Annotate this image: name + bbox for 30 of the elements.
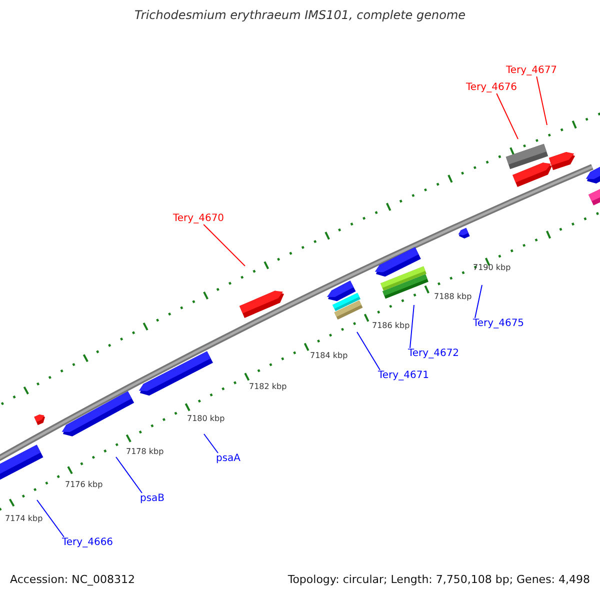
gene-label: Tery_4677 bbox=[506, 65, 558, 76]
scale-label: 7188 kbp bbox=[434, 292, 472, 302]
accession-text: Accession: NC_008312 bbox=[10, 574, 136, 587]
leader-line bbox=[116, 456, 142, 494]
leader-line bbox=[203, 224, 246, 266]
gene-label: Tery_4666 bbox=[62, 537, 114, 548]
gene-label: psaB bbox=[140, 493, 165, 504]
gene-label: Tery_4670 bbox=[173, 213, 224, 224]
chart-title: Trichodesmium erythraeum IMS101, complete genome bbox=[133, 9, 467, 23]
leader-line bbox=[496, 93, 518, 140]
leader-line bbox=[474, 284, 482, 318]
gene-label: Tery_4672 bbox=[408, 348, 460, 360]
scale-label: 7178 kbp bbox=[126, 447, 164, 456]
genome-info-text: Topology: circular; Length: 7,750,108 bp; Genes: 4,498 bbox=[288, 574, 590, 587]
scale-label: 7182 kbp bbox=[249, 382, 287, 392]
gene-label: Tery_4675 bbox=[473, 318, 524, 330]
gene-label: psaA bbox=[216, 453, 241, 464]
leader-line bbox=[356, 332, 380, 370]
gene-label: Tery_4676 bbox=[466, 82, 518, 94]
leader-line bbox=[410, 304, 414, 348]
scale-label: 7180 kbp bbox=[187, 414, 225, 424]
gene-label: Tery_4671 bbox=[378, 370, 430, 382]
leader-line bbox=[536, 76, 548, 126]
leader-line bbox=[36, 500, 64, 538]
scale-label: 7190 kbp bbox=[473, 263, 511, 272]
scale-label: 7186 kbp bbox=[372, 321, 410, 330]
scale-label: 7184 kbp bbox=[310, 351, 348, 360]
scale-label: 7176 kbp bbox=[65, 480, 103, 490]
scale-label: 7174 kbp bbox=[5, 514, 43, 524]
leader-line bbox=[204, 434, 218, 454]
